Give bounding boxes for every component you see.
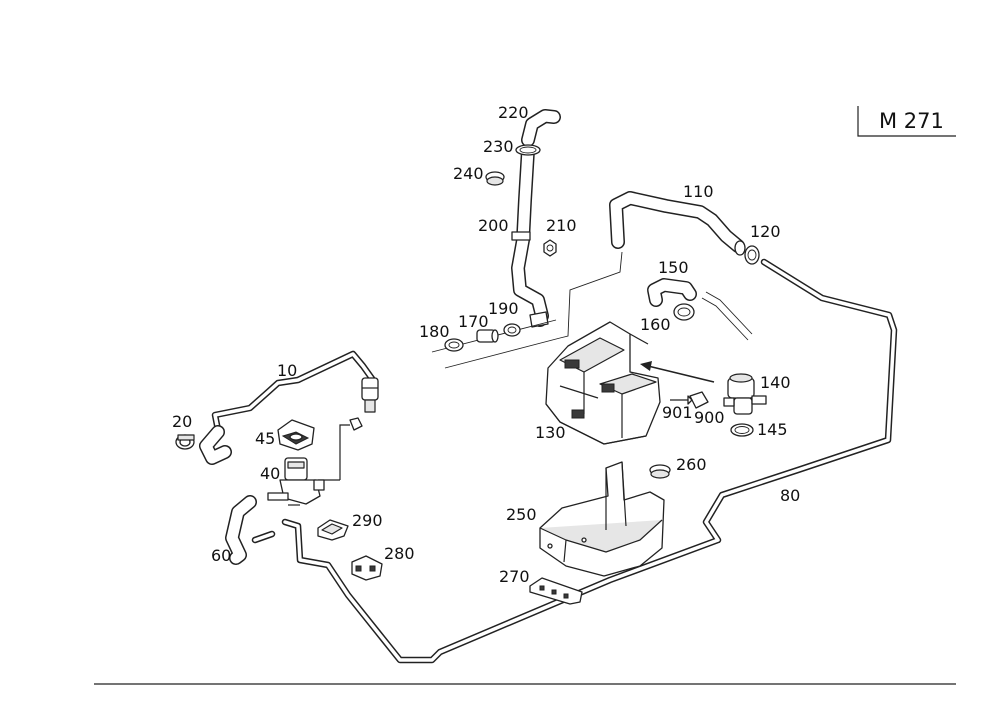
callout-290: 290 <box>352 511 383 530</box>
callout-145: 145 <box>757 420 788 439</box>
callout-180: 180 <box>419 322 450 341</box>
clip-280 <box>351 555 383 581</box>
elbow-220 <box>521 109 561 147</box>
model-label-box: M 271 <box>857 106 956 137</box>
callout-60: 60 <box>211 546 231 565</box>
callout-130: 130 <box>535 423 566 442</box>
seal-145 <box>730 423 754 437</box>
clamp-190 <box>503 323 521 337</box>
bracket-45 <box>277 419 315 451</box>
line-80 <box>281 258 898 664</box>
line-10 <box>211 350 377 434</box>
nut-210 <box>543 239 557 257</box>
valve-40 <box>267 457 325 506</box>
pin-901 <box>670 395 693 405</box>
hose-200 <box>511 143 549 328</box>
callout-190: 190 <box>488 299 519 318</box>
callout-160: 160 <box>640 315 671 334</box>
callout-45: 45 <box>255 429 275 448</box>
grommet-260 <box>649 464 671 479</box>
canister-130 <box>545 321 661 445</box>
hose-20 <box>175 425 232 465</box>
callout-80: 80 <box>780 486 800 505</box>
callout-270: 270 <box>499 567 530 586</box>
clamp-180 <box>444 338 464 352</box>
callout-260: 260 <box>676 455 707 474</box>
callout-labels: 10 20 40 45 60 80 110 120 130 140 145 15… <box>172 103 800 586</box>
fitting-170 <box>476 329 499 343</box>
grommet-240 <box>485 171 505 186</box>
cover-250 <box>539 461 665 577</box>
clip-290 <box>317 519 349 541</box>
callout-170: 170 <box>458 312 489 331</box>
callout-250: 250 <box>506 505 537 524</box>
callout-150: 150 <box>658 258 689 277</box>
callout-120: 120 <box>750 222 781 241</box>
clamp-230 <box>515 144 541 156</box>
callout-110: 110 <box>683 182 714 201</box>
clamp-160 <box>673 291 753 341</box>
callout-140: 140 <box>760 373 791 392</box>
callout-40: 40 <box>260 464 280 483</box>
callout-240: 240 <box>453 164 484 183</box>
connector-900 <box>689 391 709 409</box>
callout-210: 210 <box>546 216 577 235</box>
arrow-140-to-130 <box>640 361 715 383</box>
callout-10: 10 <box>277 361 297 380</box>
connector-10 <box>361 377 379 413</box>
callout-280: 280 <box>384 544 415 563</box>
callout-230: 230 <box>483 137 514 156</box>
model-label: M 271 <box>879 109 944 133</box>
elbow-connector-40 <box>318 417 363 481</box>
clamp-120 <box>744 245 760 265</box>
valve-140 <box>723 373 767 415</box>
callout-901: 901 <box>662 403 693 422</box>
hose-110 <box>609 191 746 256</box>
callout-220: 220 <box>498 103 529 122</box>
holder-270 <box>529 577 583 605</box>
callout-20: 20 <box>172 412 192 431</box>
hose-150 <box>647 278 697 307</box>
hose-60 <box>225 495 276 565</box>
callout-900: 900 <box>694 408 725 427</box>
callout-200: 200 <box>478 216 509 235</box>
